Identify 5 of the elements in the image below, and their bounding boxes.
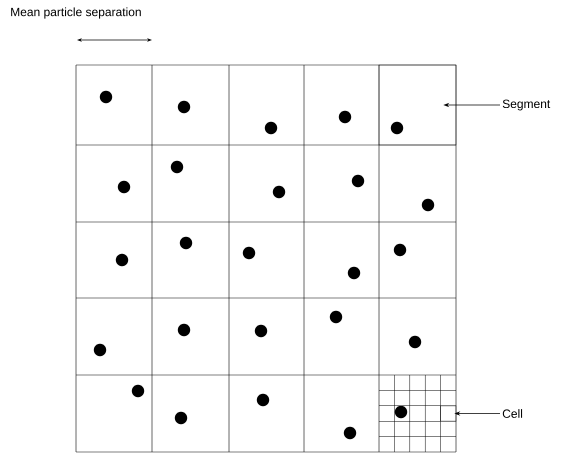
segment-box <box>378 64 456 146</box>
dimension-label: Mean particle separation <box>11 7 141 19</box>
leader-text: Segment <box>502 100 550 110</box>
cell-box <box>440 406 456 422</box>
leader-text: Cell <box>502 409 522 418</box>
